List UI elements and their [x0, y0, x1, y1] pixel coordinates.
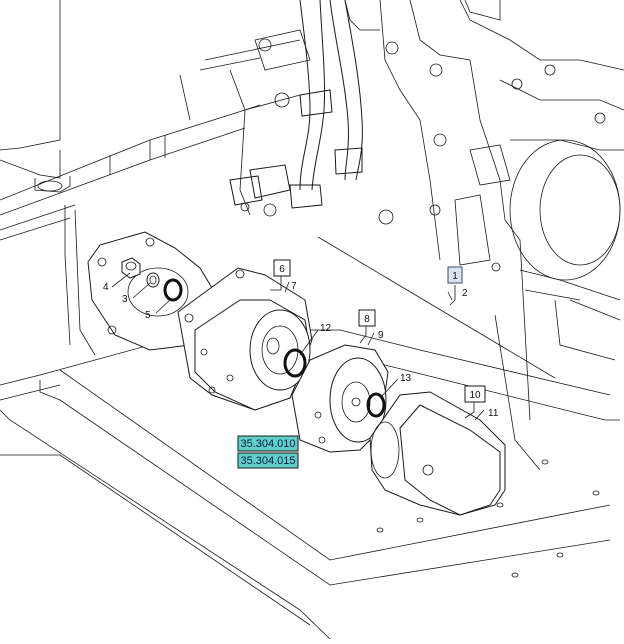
- pump-body-part-6: [177, 267, 313, 411]
- engine-block: [240, 0, 624, 301]
- hydraulic-hoses: [229, 0, 363, 209]
- callouts: 1 6 8 10 2 3 4 5 7 9 11 12 13: [103, 259, 499, 419]
- callout-1[interactable]: 1: [447, 266, 463, 284]
- o-ring-part-12: [283, 348, 307, 378]
- o-ring-part-13: [366, 392, 386, 418]
- leader-lines: [111, 236, 556, 421]
- reference-35304015-label: 35.304.015: [240, 455, 295, 467]
- callout-6-label: 6: [279, 264, 285, 275]
- callout-13-label[interactable]: 13: [400, 373, 412, 384]
- callout-9-label[interactable]: 9: [378, 330, 384, 341]
- callout-3-label[interactable]: 3: [122, 294, 128, 305]
- reference-tags: 35.304.010 35.304.015: [237, 435, 299, 469]
- callout-4-label[interactable]: 4: [103, 282, 109, 293]
- callout-10[interactable]: 10: [464, 385, 486, 403]
- callout-8[interactable]: 8: [358, 309, 376, 327]
- o-ring-part-5: [163, 278, 183, 302]
- reference-tag-35304010[interactable]: 35.304.010: [237, 435, 299, 452]
- callout-5-label[interactable]: 5: [145, 310, 151, 321]
- end-cover-part-10: [369, 391, 506, 516]
- nut-part-4: [121, 257, 141, 279]
- reference-35304010-label: 35.304.010: [240, 438, 295, 450]
- callout-7-label[interactable]: 7: [291, 281, 297, 292]
- callout-12-label[interactable]: 12: [320, 323, 332, 334]
- callout-1-label: 1: [452, 271, 458, 282]
- reference-tag-35304015[interactable]: 35.304.015: [237, 452, 299, 469]
- callout-6[interactable]: 6: [273, 259, 291, 277]
- callout-8-label: 8: [364, 314, 370, 325]
- washer-part-3: [146, 272, 160, 288]
- callout-10-label: 10: [469, 390, 481, 401]
- pump-section-part-8: [291, 344, 389, 453]
- callout-2-label[interactable]: 2: [462, 288, 468, 299]
- callout-11-label[interactable]: 11: [488, 408, 499, 419]
